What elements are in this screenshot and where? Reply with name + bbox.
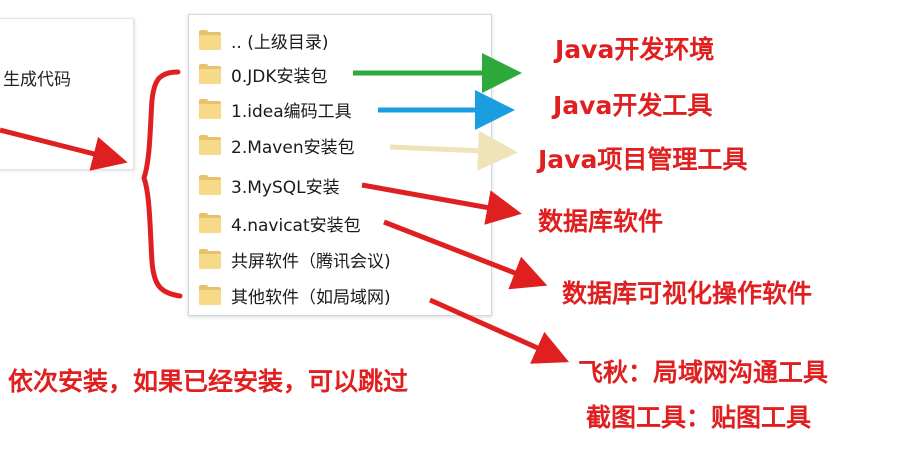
arrow-left-to-brace-icon [0, 127, 128, 171]
list-item-label: 2.Maven安装包 [231, 137, 355, 158]
list-item-label: 3.MySQL安装 [231, 177, 340, 198]
arrow-mysql-icon [361, 182, 522, 225]
folder-icon [199, 64, 221, 84]
folder-icon [199, 99, 221, 119]
arrow-navicat-icon [383, 219, 548, 290]
list-item-parent-dir[interactable]: .. (上级目录) [199, 25, 328, 55]
list-item-maven[interactable]: 2.Maven安装包 [199, 130, 355, 160]
folder-icon [199, 30, 221, 50]
list-item-mysql[interactable]: 3.MySQL安装 [199, 170, 340, 200]
list-item-screenshare[interactable]: 共屏软件（腾讯会议) [199, 244, 391, 274]
left-panel-text: 生成代码 [3, 70, 71, 90]
folder-icon [199, 135, 221, 155]
annotation-feiqiu: 飞秋：局域网沟通工具 [578, 358, 829, 387]
folder-icon [199, 249, 221, 269]
arrow-beige-icon [389, 130, 518, 171]
red-brace-icon [141, 69, 183, 299]
folder-list: .. (上级目录) 0.JDK安装包 1.idea编码工具 2.Maven安装包… [188, 14, 492, 316]
annotation-install-note: 依次安装，如果已经安装，可以跳过 [8, 367, 409, 396]
list-item-label: 0.JDK安装包 [231, 66, 328, 87]
annotation-java-tool: Java开发工具 [553, 91, 713, 120]
annotation-screenshot: 截图工具：贴图工具 [586, 403, 812, 432]
list-item-label: .. (上级目录) [231, 32, 329, 53]
list-item-other[interactable]: 其他软件（如局域网) [199, 280, 391, 310]
annotation-java-env: Java开发环境 [555, 35, 715, 64]
list-item-label: 共屏软件（腾讯会议) [231, 251, 391, 272]
list-item-label: 4.navicat安装包 [231, 215, 361, 236]
annotation-db-visual: 数据库可视化操作软件 [562, 279, 813, 308]
list-item-label: 1.idea编码工具 [231, 101, 352, 122]
list-item-jdk[interactable]: 0.JDK安装包 [199, 59, 327, 89]
folder-icon [199, 213, 221, 233]
arrow-other-icon [428, 297, 570, 364]
annotation-db-soft: 数据库软件 [538, 207, 664, 236]
folder-icon [199, 175, 221, 195]
list-item-navicat[interactable]: 4.navicat安装包 [199, 208, 361, 238]
list-item-idea[interactable]: 1.idea编码工具 [199, 94, 352, 124]
list-item-label: 其他软件（如局域网) [231, 287, 391, 308]
folder-icon [199, 285, 221, 305]
annotation-java-pm: Java项目管理工具 [538, 145, 748, 174]
